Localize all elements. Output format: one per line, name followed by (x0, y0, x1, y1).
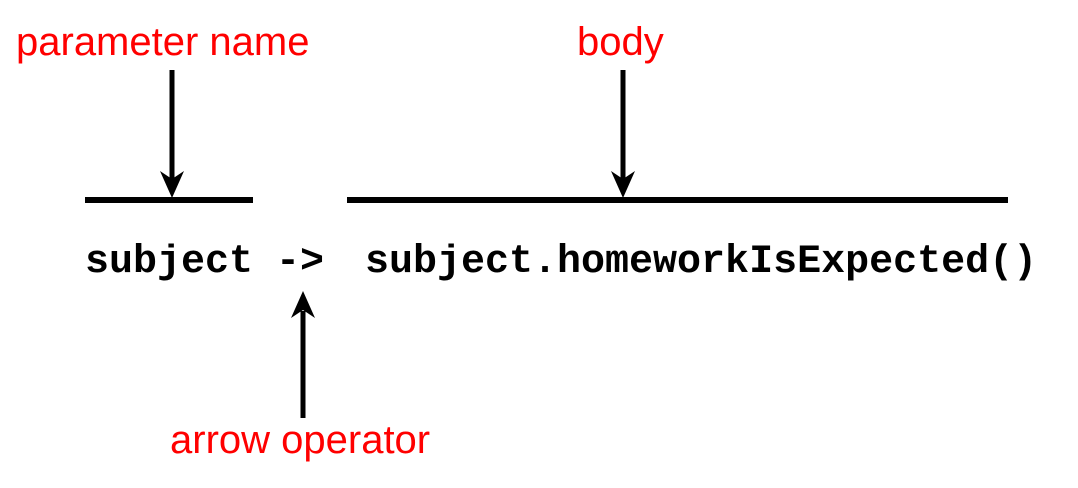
arrow-operator-label: arrow operator (170, 418, 431, 462)
body-label: body (577, 20, 664, 64)
code-arrow-operator-token: -> (276, 240, 325, 285)
code-parameter-token: subject (85, 240, 254, 285)
body-pointer-arrow (611, 70, 635, 198)
parameter-name-label: parameter name (16, 20, 310, 64)
code-body-token: subject.homeworkIsExpected() (365, 240, 1038, 285)
parameter-pointer-arrow (160, 70, 184, 198)
arrow-operator-pointer-arrow (291, 291, 315, 418)
